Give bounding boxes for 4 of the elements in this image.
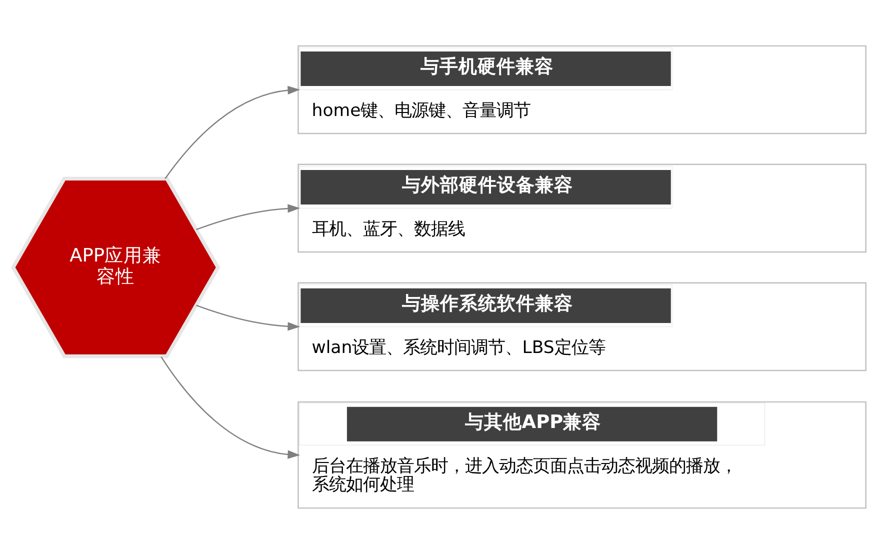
arrow: [160, 356, 300, 458]
arrow: [196, 204, 300, 230]
arrow: [164, 85, 300, 178]
arrow: [196, 304, 300, 330]
